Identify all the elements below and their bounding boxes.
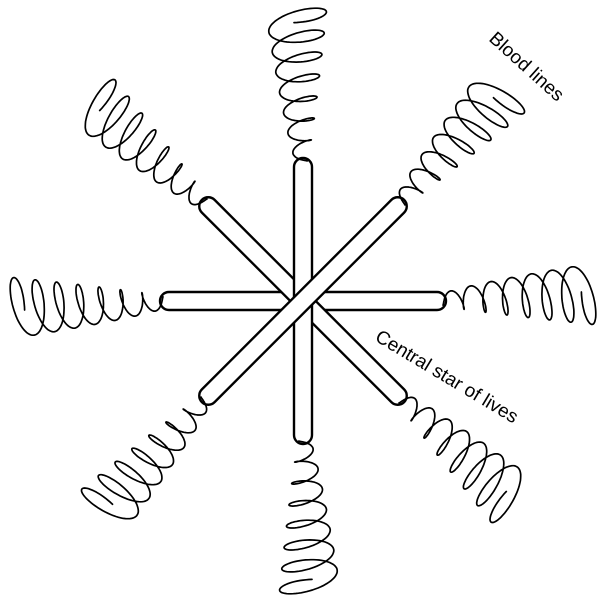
blood-line-coil-up	[269, 8, 327, 161]
blood-line-coil-down	[280, 441, 338, 594]
blood-line-coil-left	[10, 278, 163, 336]
blood-lines-label: Blood lines	[485, 28, 568, 106]
blood-line-coil-right	[443, 267, 596, 325]
blood-line-coil-up-left	[85, 80, 207, 205]
blood-line-coil-up-right	[399, 83, 524, 205]
central-star-label: Central star of lives	[371, 326, 521, 428]
blood-line-coil-down-left	[82, 397, 207, 519]
